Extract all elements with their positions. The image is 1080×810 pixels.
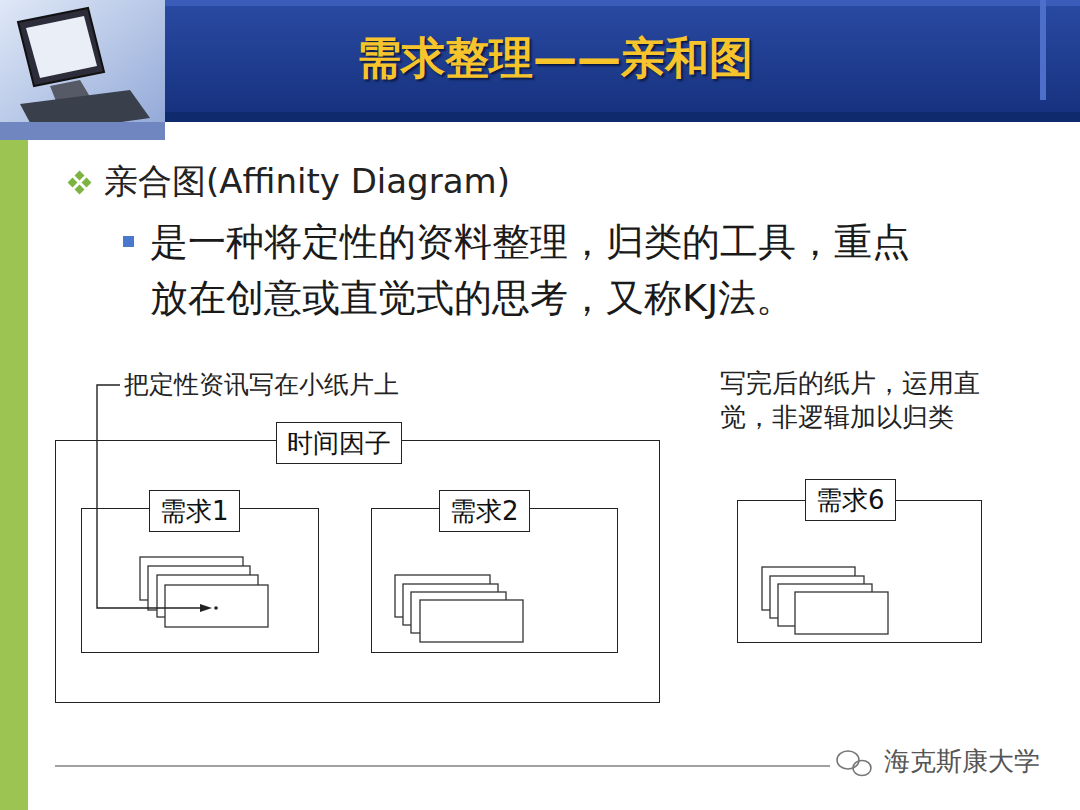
bullet-square (123, 236, 134, 247)
group-box: 需求1 (81, 508, 319, 653)
group-box: 需求6 (737, 500, 982, 643)
side-bar (0, 140, 28, 810)
title-wrap: 需求整理——亲和图 (0, 30, 1080, 86)
banner-stripe (110, 112, 1080, 122)
side-note: 写完后的纸片，运用直觉，非逻辑加以归类 (720, 366, 1004, 434)
bullet-diamond (68, 171, 92, 195)
wechat-icon (837, 751, 871, 776)
watermark: 海克斯康大学 (884, 744, 1064, 778)
slide-title: 需求整理——亲和图 (357, 30, 753, 86)
monitor-illustration (0, 8, 165, 140)
bullet-text: 是一种将定性的资料整理，归类的工具，重点放在创意或直觉式的思考，又称KJ法。 (150, 214, 940, 326)
banner-stripe (110, 0, 1080, 6)
banner-stripe (1040, 0, 1046, 100)
label-wrap: 亲合图(Affinity Diagram) (104, 158, 804, 204)
bullet-heading: 亲合图(Affinity Diagram) (104, 158, 804, 204)
group-box: 需求2 (371, 508, 618, 653)
group-heading: 需求2 (450, 494, 519, 528)
paper-cards (140, 557, 888, 642)
callout-note: 把定性资讯写在小纸片上 (124, 369, 454, 401)
label-wrap: 把定性资讯写在小纸片上 (124, 369, 454, 401)
footer-rule (55, 765, 830, 766)
corner-panel (0, 0, 165, 140)
group-heading: 需求6 (816, 483, 885, 517)
group-heading: 时间因子 (287, 426, 391, 460)
group-box: 时间因子需求1需求2 (55, 440, 660, 703)
label-wrap: 海克斯康大学 (884, 744, 1064, 778)
group-heading-box: 时间因子 (276, 422, 402, 464)
group-heading-box: 需求6 (805, 479, 896, 521)
group-heading: 需求1 (160, 494, 229, 528)
label-wrap: 是一种将定性的资料整理，归类的工具，重点放在创意或直觉式的思考，又称KJ法。 (150, 214, 940, 326)
group-heading-box: 需求2 (439, 490, 530, 532)
group-heading-box: 需求1 (149, 490, 240, 532)
label-wrap: 写完后的纸片，运用直觉，非逻辑加以归类 (720, 366, 1004, 434)
